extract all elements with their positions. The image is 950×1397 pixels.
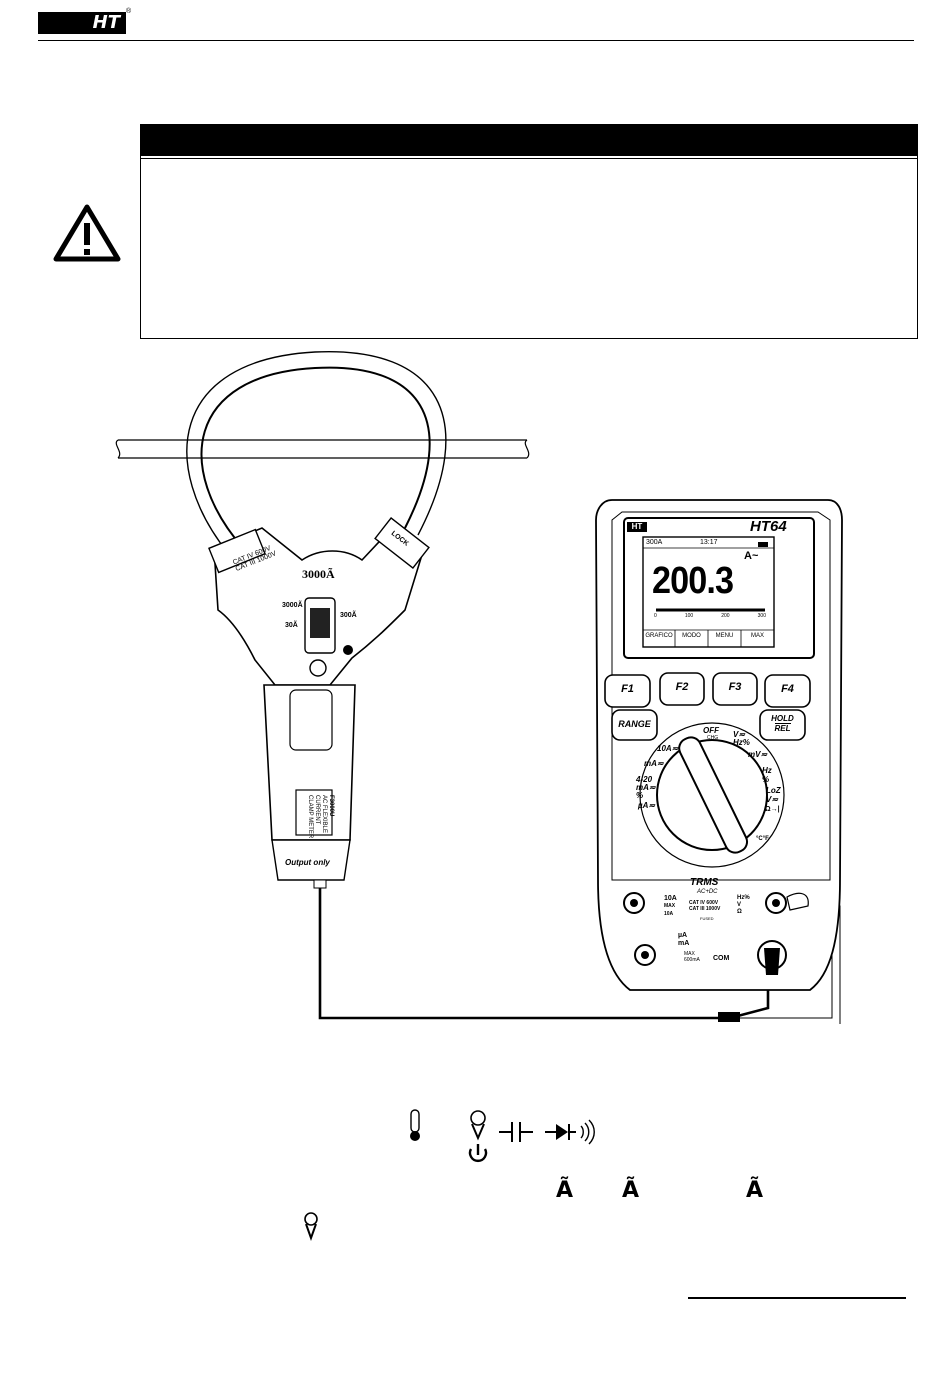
multimeter-body [595, 499, 843, 991]
screen-reading: 200.3 [652, 560, 734, 602]
clamp-body [208, 516, 430, 889]
dial-temperature: °C°F [756, 836, 769, 842]
warning-title-bar [140, 124, 918, 156]
clamp-range-label: 3000Ã [302, 567, 335, 581]
dial-ma: mA≂ [644, 759, 664, 768]
ht-logo: HT [38, 12, 126, 34]
dial-hz: Hz% [762, 766, 772, 784]
dial-mv: mV≂ [748, 750, 768, 759]
softkey-grafico[interactable]: GRAFICO [645, 633, 673, 639]
warning-triangle-icon [53, 204, 121, 262]
screen-range-status: 300A [646, 539, 663, 546]
f3-button[interactable]: F3 [728, 681, 742, 693]
power-icon [468, 1144, 488, 1162]
diode-continuity-icon [545, 1119, 595, 1145]
f4-button[interactable]: F4 [781, 683, 794, 695]
clamp-probe-icon [470, 1110, 486, 1141]
meter-model-label: HT64 [750, 518, 787, 535]
screen-time-status: 13:17 [700, 539, 718, 546]
dial-ua: µA≂ [638, 801, 656, 810]
f1-button[interactable]: F1 [621, 683, 634, 695]
softkey-menu[interactable]: MENU [715, 633, 734, 639]
softkey-max[interactable]: MAX [750, 633, 764, 639]
warning-title-underline [141, 156, 917, 159]
scale-tick: 0 [654, 613, 657, 619]
flexible-loop [186, 351, 447, 554]
thermometer-icon [410, 1109, 420, 1141]
softkey-modo[interactable]: MODO [682, 633, 701, 639]
clamp-range-3000: 3000Ã [282, 602, 303, 609]
dial-vhz: V≂Hz% [733, 730, 750, 747]
tilde-a-symbol-1: Ã [556, 1178, 574, 1203]
jack-com-label: COM [713, 955, 730, 962]
lead-connector [718, 1012, 740, 1022]
dial-ohm: Ω→| [765, 806, 780, 813]
scale-tick: 300 [757, 613, 766, 619]
dial-chg: CHG [707, 735, 719, 741]
tilde-a-symbol-2: Ã [622, 1178, 640, 1203]
dial-10a: 10A≂ [657, 744, 679, 753]
screen-unit: A~ [744, 550, 759, 562]
meter-brand-logo: HT [627, 522, 647, 532]
jack-fused-label: FUSED [700, 916, 714, 921]
screen-softkeys: GRAFICO MODO MENU MAX [643, 633, 774, 639]
clamp-range-30: 30Ã [285, 622, 298, 629]
footer-rule [688, 1297, 906, 1299]
capacitor-icon [499, 1122, 533, 1142]
f2-button[interactable]: F2 [675, 681, 689, 693]
clamp-range-300: 300Ã [340, 612, 357, 619]
trms-label: TRMS [690, 877, 719, 888]
tilde-a-symbol-3: Ã [746, 1178, 764, 1203]
conductor-cable [115, 439, 530, 459]
clamp-probe-icon-small [304, 1212, 318, 1241]
acdc-label: AC+DC [697, 889, 718, 895]
range-button[interactable]: RANGE [618, 719, 651, 729]
header-rule [38, 40, 914, 41]
scale-tick: 200 [721, 613, 730, 619]
clamp-output-label: Output only [285, 858, 330, 867]
dial-off: OFF [703, 726, 719, 735]
registered-mark: ® [126, 8, 132, 15]
screen-scale-ticks: 0 100 200 300 [654, 613, 766, 619]
scale-tick: 100 [684, 613, 694, 619]
